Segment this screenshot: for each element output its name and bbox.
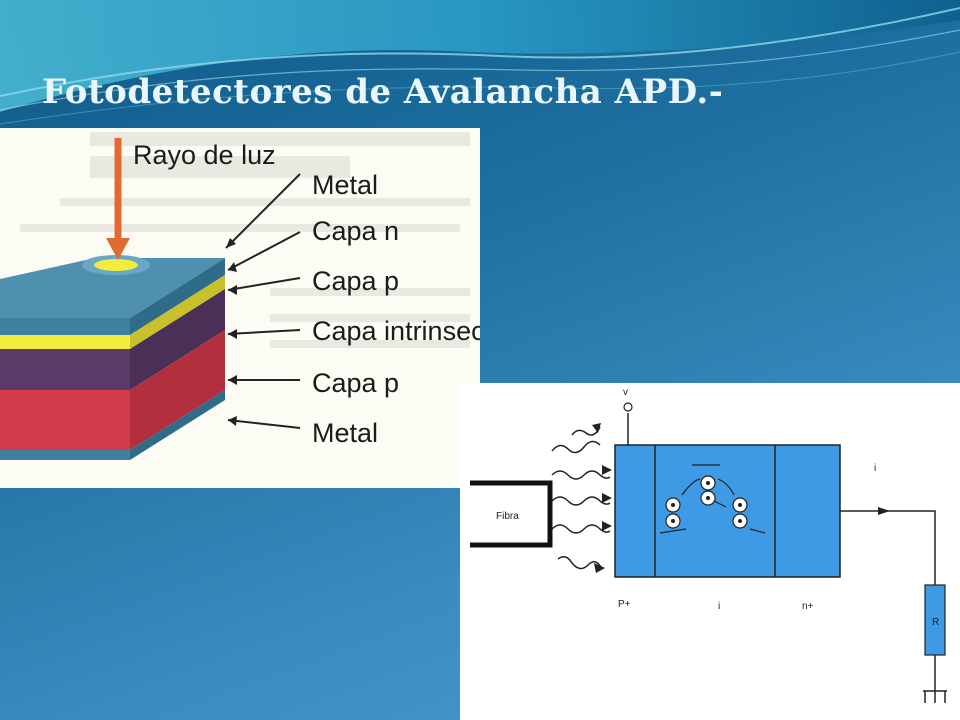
- label-layer-capa-intrinseca: Capa intrinseca: [312, 316, 480, 346]
- layer-structure-image: Rayo de luz Metal Capa n Capa p Capa int…: [0, 128, 480, 488]
- label-region-n-plus: n+: [802, 601, 814, 612]
- ground-symbol: [923, 690, 947, 703]
- layer-structure-diagram: Rayo de luz Metal Capa n Capa p Capa int…: [0, 132, 480, 460]
- label-region-i: i: [718, 601, 720, 612]
- slide-title: Fotodetectores de Avalancha APD.-: [42, 72, 724, 112]
- apd-circuit-image: Fibra: [460, 383, 960, 720]
- label-layer-metal-top: Metal: [312, 170, 378, 200]
- label-layer-capa-n: Capa n: [312, 216, 399, 246]
- label-rayo-de-luz: Rayo de luz: [133, 140, 276, 170]
- label-layer-capa-p-lower: Capa p: [312, 368, 399, 398]
- header-wave-decoration: [0, 0, 960, 125]
- label-layer-capa-p-upper: Capa p: [312, 266, 399, 296]
- label-region-p-plus: P+: [618, 599, 631, 610]
- apd-circuit-diagram: Fibra: [470, 387, 947, 703]
- apd-diode-body: [614, 444, 841, 578]
- label-layer-metal-bottom: Metal: [312, 418, 378, 448]
- label-fibra: Fibra: [496, 511, 519, 522]
- label-current: i: [874, 463, 876, 474]
- label-resistor: R: [932, 617, 939, 628]
- label-voltage: v: [623, 387, 628, 398]
